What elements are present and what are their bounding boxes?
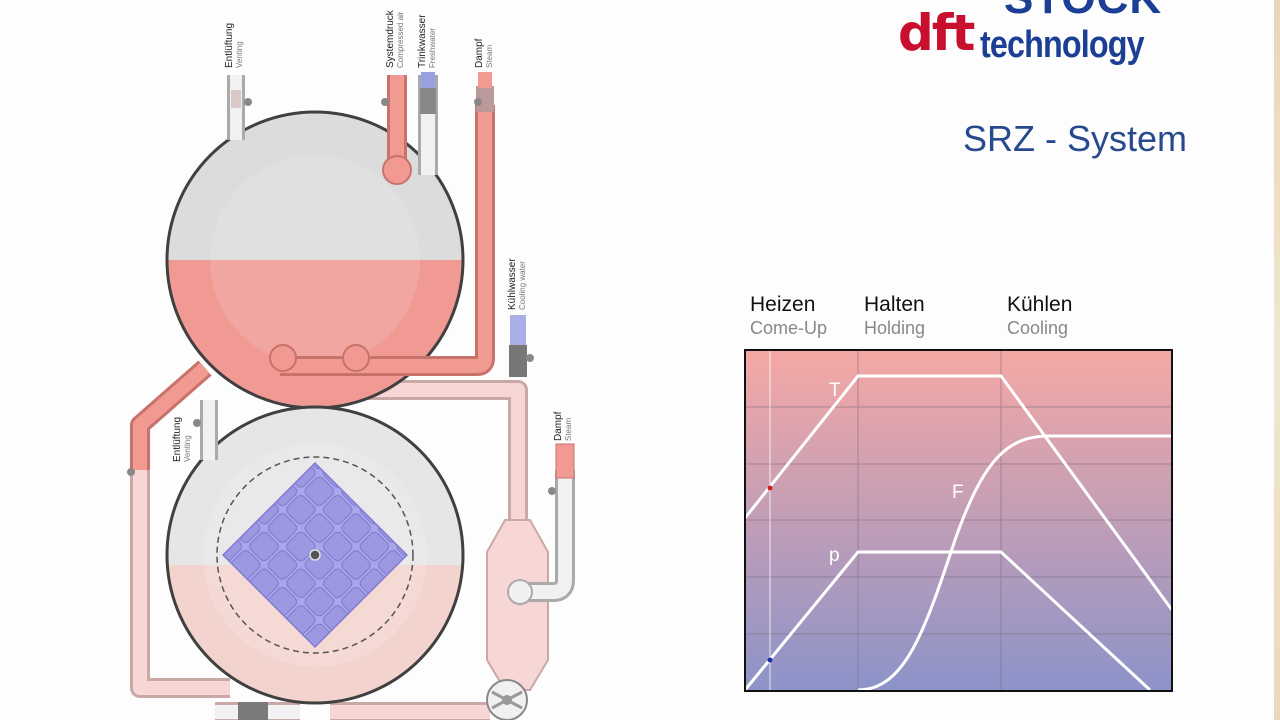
label-venting-top: Entlüftung Venting — [224, 22, 244, 68]
return-pipe — [130, 470, 490, 720]
rotation-path — [216, 456, 414, 654]
label-freshwater: Trinkwasser Freshwater — [417, 14, 437, 68]
venting-top-pipe — [227, 75, 252, 140]
upper-vessel — [165, 110, 465, 410]
logo-technology: technology — [980, 24, 1145, 66]
phase-heating-de: Heizen — [750, 293, 816, 316]
process-chart: T p F — [743, 349, 1174, 692]
venting-bottom-pipe — [193, 400, 218, 460]
chart-grid — [745, 350, 1172, 691]
phase-heating-en: Come-Up — [750, 318, 828, 338]
label-venting-bottom: Entlüftung Venting — [172, 416, 192, 462]
pressure-curve — [743, 550, 1152, 692]
phase-cooling-de: Kühlen — [1007, 293, 1073, 316]
logo-dft: dft — [898, 4, 975, 62]
label-compressed-air: Systemdruck Compressed air — [385, 10, 405, 68]
compressed-air-pipe — [381, 75, 412, 185]
phase-cooling-en: Cooling — [1007, 318, 1069, 338]
lower-vessel — [165, 405, 465, 705]
steam-inlet-pipe — [269, 72, 495, 376]
label-steam-bottom: Dampf Steam — [553, 411, 573, 441]
pressure-marker — [767, 657, 773, 663]
page-title: SRZ - System — [963, 118, 1188, 159]
temperature-curve — [743, 374, 1174, 611]
phase-holding-de: Halten — [864, 293, 925, 316]
basket-axis — [309, 549, 321, 561]
overflow-pipe — [127, 360, 212, 476]
flow-curve — [857, 434, 1172, 692]
heat-exchanger — [486, 315, 575, 720]
phase-heating: Heizen Come-Up — [750, 293, 827, 339]
phase-holding-en: Holding — [864, 318, 926, 338]
phase-cooling: Kühlen Cooling — [1007, 293, 1072, 339]
pressure-label: p — [829, 545, 840, 566]
phase-holding: Halten Holding — [864, 293, 925, 339]
window-edge — [1274, 0, 1280, 720]
flow-label: F — [952, 482, 964, 503]
label-cooling-water: Kühlwasser Cooling water — [507, 258, 527, 310]
temperature-label: T — [829, 380, 841, 401]
temperature-marker — [767, 485, 773, 491]
logo-stock: STOCK — [1004, 0, 1162, 24]
label-steam-top: Dampf Steam — [474, 38, 494, 68]
freshwater-pipe — [418, 72, 438, 175]
